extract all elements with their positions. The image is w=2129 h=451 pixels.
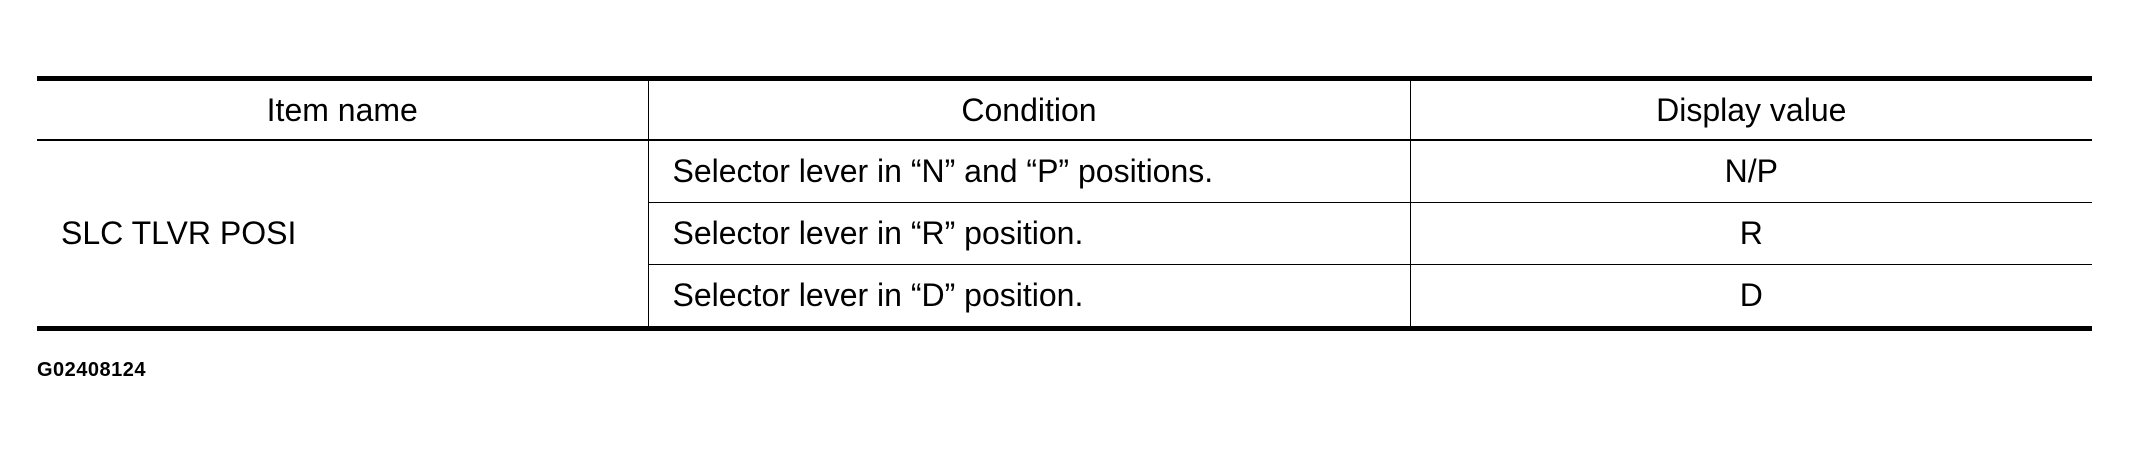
figure-code: G02408124 <box>37 359 147 381</box>
specification-table: Item name Condition Display value SLC TL… <box>37 76 2092 331</box>
table-row: SLC TLVR POSI Selector lever in “N” and … <box>37 140 2092 251</box>
display-value-cell: D <box>1409 264 2092 329</box>
table-row: Selector lever in “D” position. D <box>37 264 2092 329</box>
header-condition: Condition <box>647 78 1410 140</box>
table-row: Selector lever in “R” position. R <box>37 202 2092 265</box>
table-header: Item name Condition Display value <box>37 78 2092 140</box>
display-value-cell: N/P <box>1409 140 2092 203</box>
condition-cell: Selector lever in “D” position. <box>647 264 1410 329</box>
header-row: Item name Condition Display value <box>37 78 2092 140</box>
display-value-cell: R <box>1409 202 2092 265</box>
condition-cell: Selector lever in “R” position. <box>647 202 1410 265</box>
item-name-cell: SLC TLVR POSI <box>61 215 297 251</box>
header-display-value: Display value <box>1409 78 2092 140</box>
condition-cell: Selector lever in “N” and “P” positions. <box>647 140 1410 203</box>
table-body: SLC TLVR POSI Selector lever in “N” and … <box>37 140 2092 329</box>
header-item-name: Item name <box>266 91 418 128</box>
